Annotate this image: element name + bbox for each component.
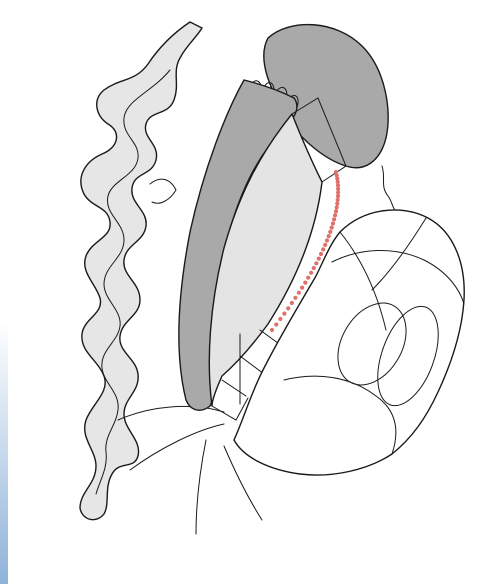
lower-tissue-line-1 (118, 406, 224, 420)
dotted-line-dot (293, 296, 297, 300)
tube-segment-lower (212, 398, 248, 420)
dotted-line-dot (336, 198, 340, 202)
dotted-line-dot (336, 194, 340, 198)
dotted-line-dot (290, 301, 294, 305)
dotted-line-dot (282, 312, 286, 316)
dotted-line-dot (327, 234, 331, 238)
dotted-line-dot (270, 328, 274, 332)
dotted-line-dot (314, 261, 318, 265)
dotted-line-dot (332, 217, 336, 221)
dotted-line-dot (336, 187, 340, 191)
dotted-line-dot (331, 221, 335, 225)
dotted-line-dot (300, 286, 304, 290)
dotted-line-dot (325, 238, 329, 242)
dotted-line-dot (274, 322, 278, 326)
dotted-line-dot (335, 205, 339, 209)
dotted-line-dot (278, 317, 282, 321)
dotted-line-dot (317, 257, 321, 261)
dotted-line-dot (328, 230, 332, 234)
dotted-line-dot (306, 276, 310, 280)
dotted-line-dot (297, 291, 301, 295)
dotted-line-dot (319, 252, 323, 256)
lower-tissue-line-5 (150, 179, 176, 203)
dotted-line-dot (286, 306, 290, 310)
ligament-strand (382, 166, 402, 212)
dotted-line-dot (334, 209, 338, 213)
dotted-line-dot (312, 266, 316, 270)
dotted-line-dot (323, 243, 327, 247)
dotted-line-dot (335, 202, 339, 206)
dotted-line-dot (330, 226, 334, 230)
dotted-line-dot (336, 190, 340, 194)
lower-tissue-line-3 (196, 440, 206, 534)
dotted-line-dot (333, 213, 337, 217)
dotted-line-dot (321, 247, 325, 251)
lower-tissue-line-2 (130, 424, 224, 470)
dotted-line-dot (309, 271, 313, 275)
dotted-line-dot (303, 281, 307, 285)
